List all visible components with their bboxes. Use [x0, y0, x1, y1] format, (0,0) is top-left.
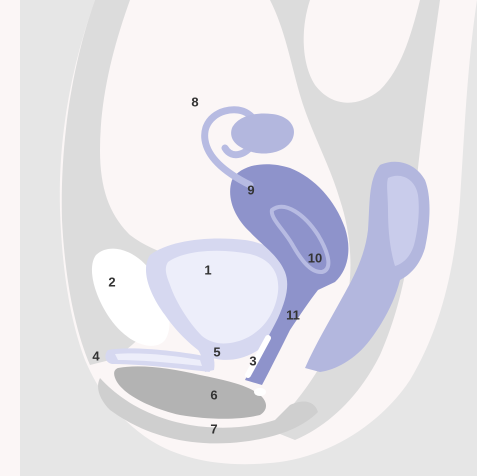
- label-11: 11: [286, 307, 300, 322]
- label-9: 9: [247, 182, 254, 197]
- label-4: 4: [92, 348, 100, 363]
- label-2: 2: [108, 274, 115, 289]
- label-3: 3: [249, 353, 256, 368]
- label-10: 10: [308, 250, 322, 265]
- label-1: 1: [204, 262, 211, 277]
- label-5: 5: [213, 344, 220, 359]
- ovary: [231, 114, 294, 154]
- label-6: 6: [210, 387, 217, 402]
- vaginal-opening: [254, 388, 266, 396]
- label-7: 7: [210, 421, 217, 436]
- label-8: 8: [191, 94, 198, 109]
